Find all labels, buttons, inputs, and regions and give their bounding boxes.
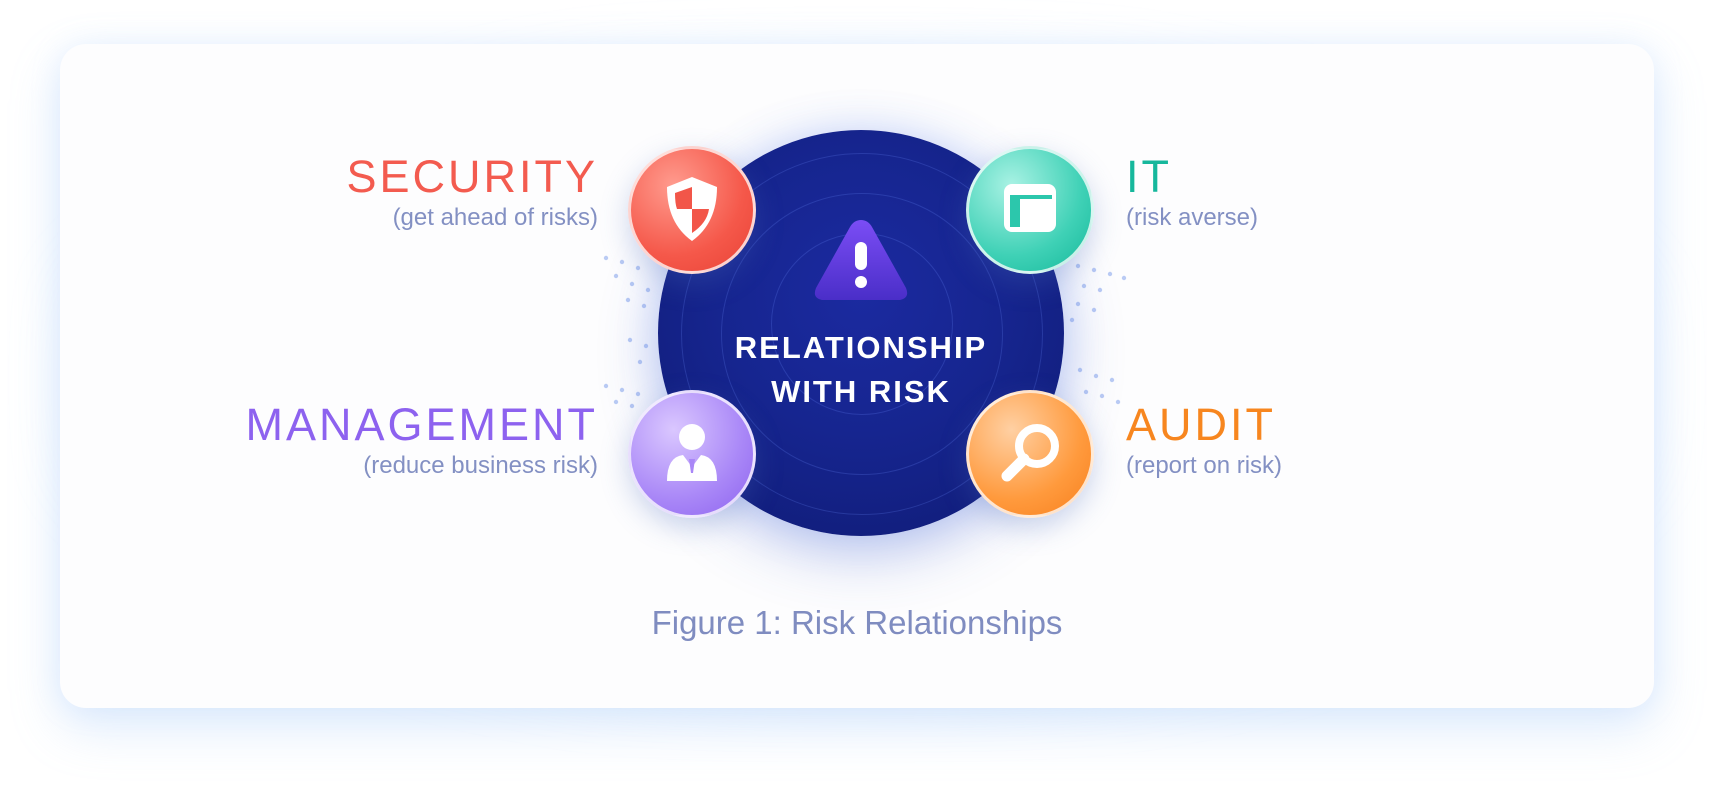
- person-icon: [667, 424, 717, 481]
- management-subtitle: (reduce business risk): [363, 452, 598, 479]
- hub-title-line-1: RELATIONSHIP: [734, 330, 988, 365]
- management-node: [628, 390, 756, 518]
- warning-triangle-icon: [814, 220, 908, 300]
- audit-node: [966, 390, 1094, 518]
- security-node: [628, 146, 756, 274]
- it-title: IT: [1126, 151, 1172, 202]
- management-label: MANAGEMENT (reduce business risk): [200, 399, 598, 481]
- figure-caption: Figure 1: Risk Relationships: [651, 604, 1063, 641]
- it-node: [966, 146, 1094, 274]
- management-title: MANAGEMENT: [245, 399, 598, 450]
- security-subtitle: (get ahead of risks): [392, 204, 598, 231]
- magnifier-icon: [1001, 424, 1059, 482]
- audit-subtitle: (report on risk): [1126, 452, 1283, 479]
- hub-title-line-2: WITH RISK: [771, 374, 951, 409]
- window-layout-icon: [1004, 184, 1056, 232]
- security-title: SECURITY: [346, 151, 598, 202]
- it-label: IT (risk averse): [1126, 151, 1486, 233]
- shield-icon: [667, 177, 717, 241]
- audit-label: AUDIT (report on risk): [1126, 399, 1486, 481]
- it-subtitle: (risk averse): [1126, 204, 1259, 231]
- security-label: SECURITY (get ahead of risks): [300, 151, 598, 233]
- hub-ring: [681, 153, 1043, 515]
- audit-title: AUDIT: [1126, 399, 1276, 450]
